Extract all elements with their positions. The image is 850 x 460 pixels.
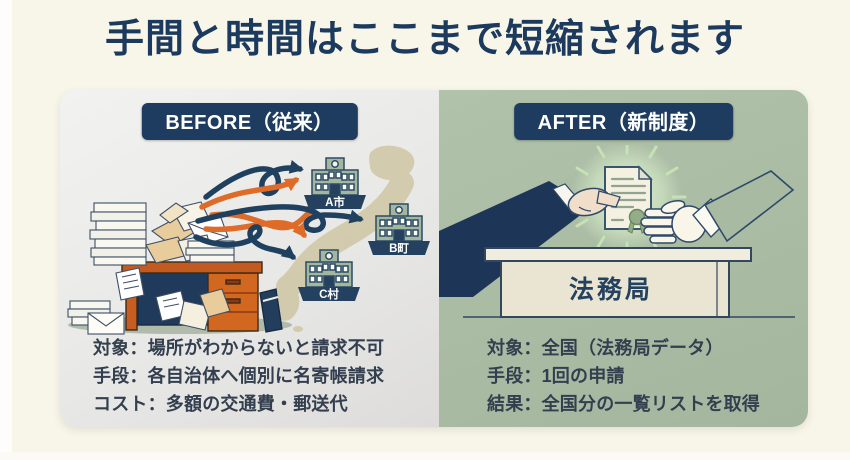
before-panel: BEFORE（従来） xyxy=(60,90,439,427)
before-description: 対象：場所がわからないと請求不可 手段：各自治体へ個別に名寄帳請求 コスト：多額… xyxy=(60,334,439,418)
after-line-method: 手段：1回の申請 xyxy=(487,366,625,386)
before-line-method: 手段：各自治体へ個別に名寄帳請求 xyxy=(93,366,385,386)
service-counter-icon: 法務局 xyxy=(463,247,795,318)
slide-bottom-edge xyxy=(0,452,850,460)
paper-piles-icon xyxy=(67,201,235,335)
page-title: 手間と時間はここまで短縮されます xyxy=(104,18,745,61)
after-panel: AFTER（新制度） xyxy=(439,90,808,427)
building-b-label: B町 xyxy=(389,242,409,255)
certificate-document-icon xyxy=(604,165,653,234)
after-line-result: 結果：全国分の一覧リストを取得 xyxy=(487,394,760,414)
giving-hand-icon xyxy=(439,181,621,297)
building-a-city-icon: A市 xyxy=(304,157,366,209)
after-badge: AFTER（新制度） xyxy=(513,103,734,140)
building-c-village-icon: C村 xyxy=(298,249,360,301)
before-badge: BEFORE（従来） xyxy=(141,103,358,140)
before-line-cost: コスト：多額の交通費・郵送代 xyxy=(93,394,348,414)
receiving-hand-icon xyxy=(640,170,795,244)
building-a-label: A市 xyxy=(325,195,345,209)
after-illustration: 法務局 xyxy=(439,145,795,318)
counter-label: 法務局 xyxy=(569,276,653,304)
after-description: 対象：全国（法務局データ） 手段：1回の申請 結果：全国分の一覧リストを取得 xyxy=(439,334,808,418)
comparison-panels: BEFORE（従来） xyxy=(60,90,808,427)
binder-icon xyxy=(259,288,283,333)
building-c-label: C村 xyxy=(319,287,339,301)
after-line-target: 対象：全国（法務局データ） xyxy=(487,338,724,358)
before-line-target: 対象：場所がわからないと請求不可 xyxy=(93,338,385,358)
tangled-arrows-icon xyxy=(193,160,364,260)
before-illustration: A市 B町 xyxy=(67,145,430,335)
building-b-town-icon: B町 xyxy=(368,203,430,255)
